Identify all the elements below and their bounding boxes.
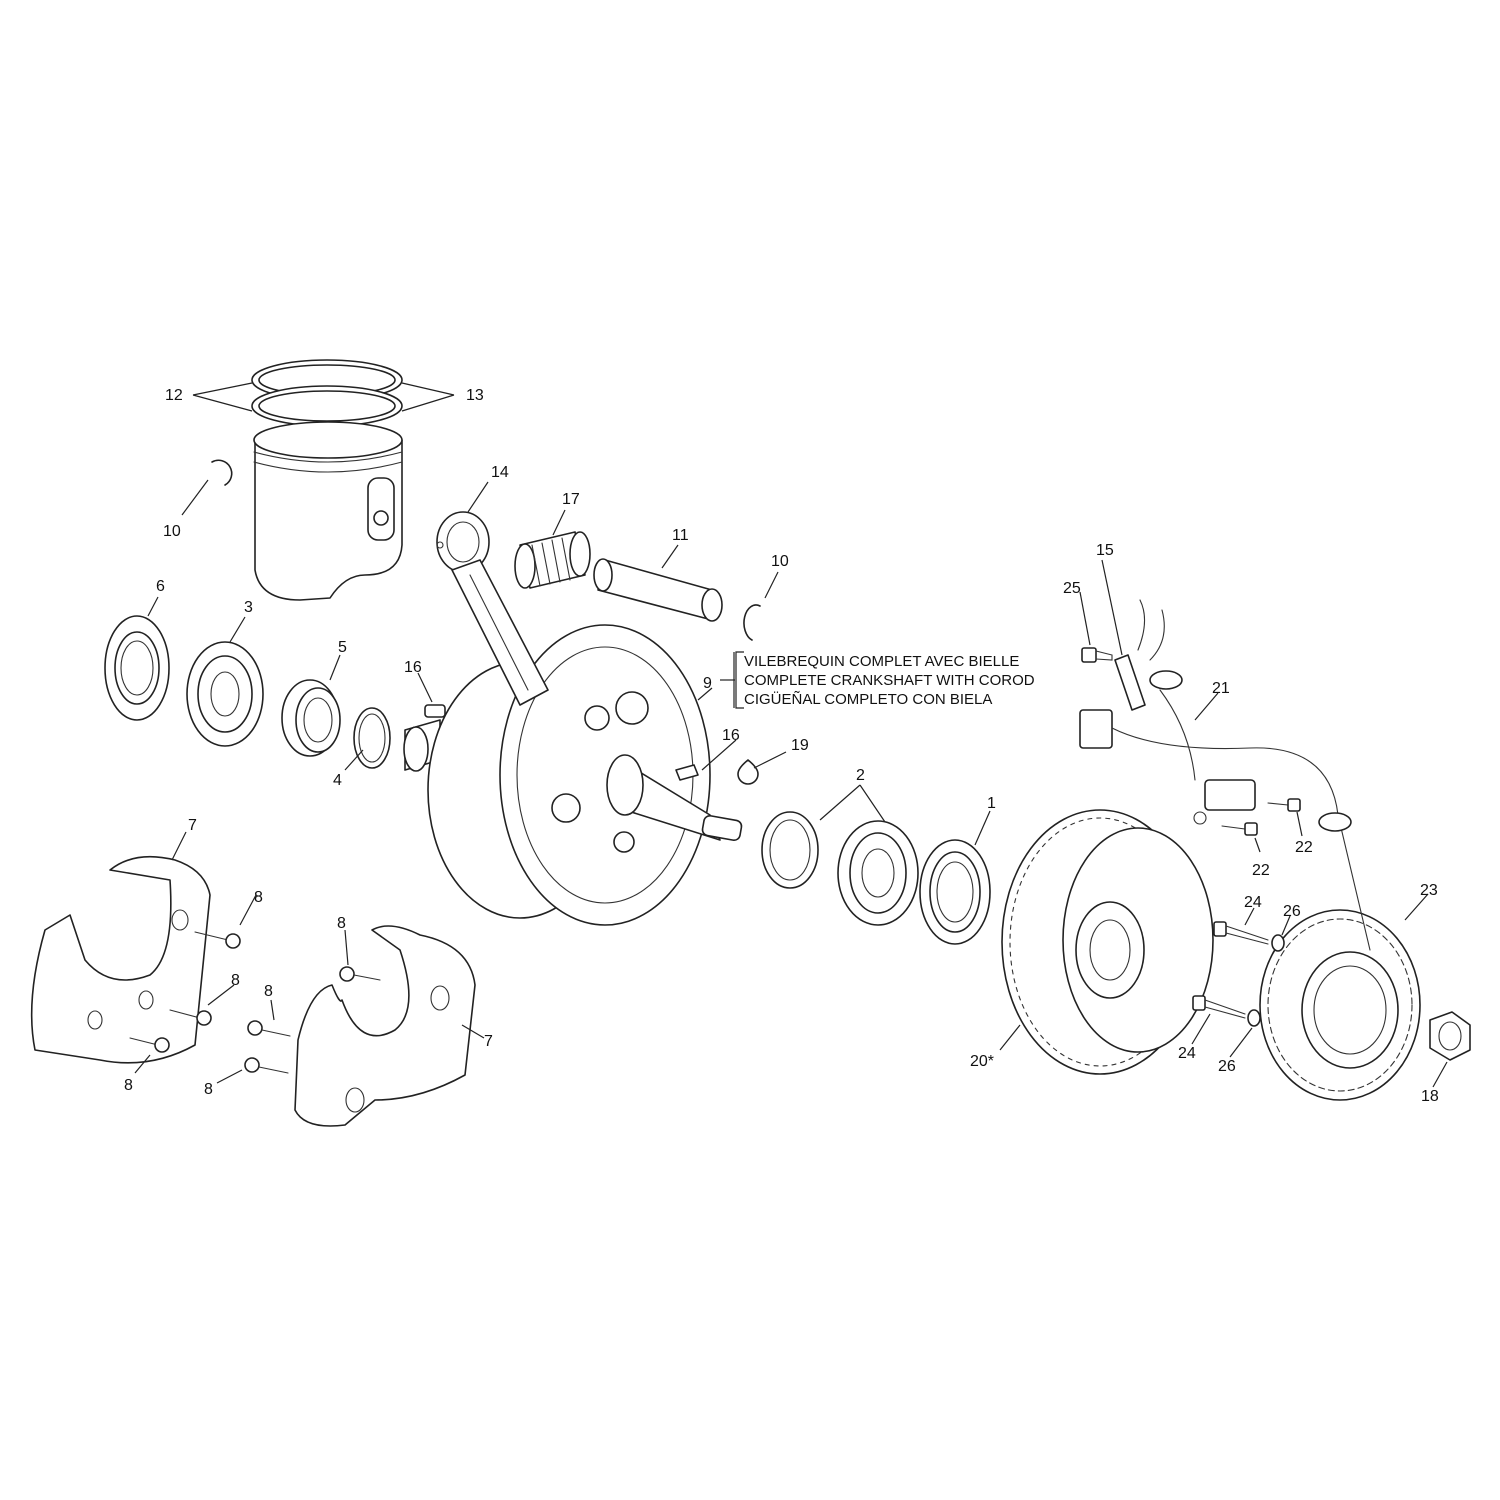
callout-7-right: 7 — [484, 1033, 493, 1050]
callout-5: 5 — [338, 639, 347, 656]
wiring-harness-21 — [1079, 599, 1371, 951]
nut-18 — [1429, 1011, 1471, 1061]
callout-16-right: 16 — [722, 727, 740, 744]
note-line-en: COMPLETE CRANKSHAFT WITH COROD — [744, 672, 1035, 689]
piston-pin-clip-left — [211, 459, 233, 486]
piston-pin-11 — [593, 558, 723, 622]
callout-21: 21 — [1212, 680, 1230, 697]
crankshaft-note: VILEBREQUIN COMPLET AVEC BIELLE COMPLETE… — [735, 651, 1035, 709]
callout-1: 1 — [987, 795, 996, 812]
callout-labels: 12 13 10 14 17 11 10 6 3 5 16 9 4 16 19 … — [124, 387, 1439, 1105]
screw-22b — [1267, 798, 1301, 812]
bearing-ring-2a — [761, 811, 819, 889]
callout-7-left: 7 — [188, 817, 197, 834]
callout-20: 20* — [970, 1053, 994, 1070]
callout-26-upper: 26 — [1283, 903, 1301, 920]
screw-24b — [1192, 995, 1246, 1019]
callout-8-e: 8 — [264, 983, 273, 1000]
crankshaft — [403, 624, 743, 926]
callout-2: 2 — [856, 767, 865, 784]
callout-4: 4 — [333, 772, 342, 789]
callout-10-right: 10 — [771, 553, 789, 570]
callout-10-left: 10 — [163, 523, 181, 540]
screw-25 — [1081, 647, 1113, 663]
callout-23: 23 — [1420, 882, 1438, 899]
callout-18: 18 — [1421, 1088, 1439, 1105]
key-16-left — [424, 704, 446, 718]
counterweight-7-right — [294, 925, 476, 1127]
callout-19: 19 — [791, 737, 809, 754]
callout-14: 14 — [491, 464, 509, 481]
callout-11: 11 — [672, 527, 689, 544]
callout-16-left: 16 — [404, 659, 422, 676]
shim-ring-4 — [353, 707, 391, 769]
connecting-rod — [436, 511, 549, 706]
callout-9: 9 — [703, 675, 712, 692]
callout-26-lower: 26 — [1218, 1058, 1236, 1075]
callout-24-lower: 24 — [1178, 1045, 1196, 1062]
oil-seal-6 — [104, 615, 170, 721]
counterweight-7-left — [30, 855, 211, 1064]
bearing-3 — [186, 641, 264, 747]
screw-24a — [1213, 921, 1269, 945]
flywheel-rotor-20 — [1001, 809, 1214, 1075]
callout-13: 13 — [466, 387, 484, 404]
oil-seal-1 — [919, 839, 991, 945]
callout-8-f: 8 — [204, 1081, 213, 1098]
callout-12: 12 — [165, 387, 183, 404]
callout-25: 25 — [1063, 580, 1081, 597]
washer-26a — [1271, 934, 1285, 952]
washer-26b — [1247, 1009, 1261, 1027]
note-line-es: CIGÜEÑAL COMPLETO CON BIELA — [744, 690, 992, 708]
piston — [253, 421, 403, 601]
bushing-5 — [281, 679, 341, 757]
needle-bearing-17 — [514, 531, 591, 589]
screw-22a — [1221, 822, 1258, 836]
callout-15: 15 — [1096, 542, 1114, 559]
callout-8-d: 8 — [337, 915, 346, 932]
callout-17: 17 — [562, 491, 580, 508]
stator-23 — [1259, 909, 1421, 1101]
callout-6: 6 — [156, 578, 165, 595]
bolts-8 — [129, 931, 381, 1074]
callout-22-lower: 22 — [1252, 862, 1270, 879]
piston-rings — [251, 359, 403, 427]
callout-24-upper: 24 — [1244, 894, 1262, 911]
piston-pin-clip-right — [743, 604, 761, 641]
bearing-2b — [837, 820, 919, 926]
callout-8-c: 8 — [124, 1077, 133, 1094]
oil-drop-19 — [737, 759, 759, 785]
callout-8-a: 8 — [254, 889, 263, 906]
callout-8-b: 8 — [231, 972, 240, 989]
note-line-fr: VILEBREQUIN COMPLET AVEC BIELLE — [744, 653, 1019, 670]
callout-3: 3 — [244, 599, 253, 616]
leader-lines — [134, 382, 1448, 1088]
callout-22-upper: 22 — [1295, 839, 1313, 856]
